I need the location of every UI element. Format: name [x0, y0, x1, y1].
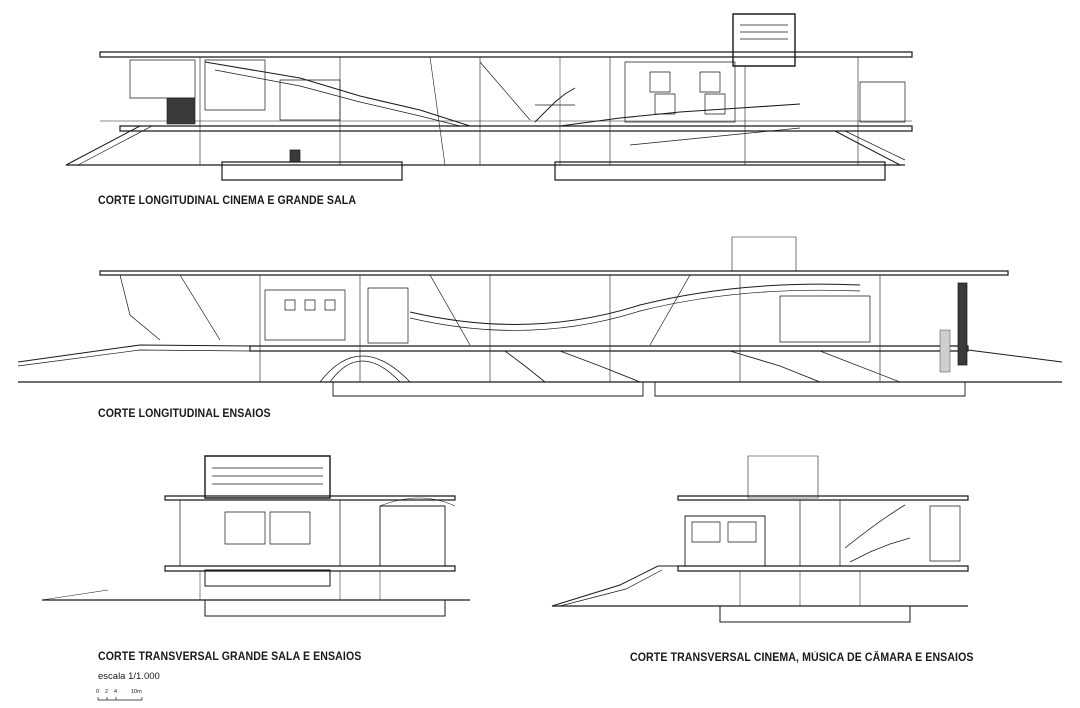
section-transversal-grande-sala-ensaios — [42, 456, 470, 616]
roof-slab — [678, 496, 968, 500]
fly-tower — [205, 456, 330, 498]
scale-tick-4: 4 — [114, 689, 118, 695]
section-title-1: CORTE LONGITUDINAL CINEMA E GRANDE SALA — [98, 195, 357, 207]
floor-slab — [250, 346, 968, 351]
section-transversal-cinema-musica-ensaios — [552, 456, 968, 622]
section-longitudinal-ensaios — [18, 237, 1062, 396]
section-title-4: CORTE TRANSVERSAL CINEMA, MÚSICA DE CÂMA… — [630, 652, 974, 664]
scale-tick-0: 0 — [96, 689, 100, 695]
floor-slab — [120, 126, 912, 131]
floor-slab — [678, 566, 968, 571]
section-longitudinal-cinema-grande-sala — [66, 14, 912, 180]
scale-label: escala 1/1.000 — [98, 671, 160, 682]
scale-tick-10m: 10m — [131, 689, 142, 695]
section-title-2: CORTE LONGITUDINAL ENSAIOS — [98, 408, 271, 420]
section-title-3: CORTE TRANSVERSAL GRANDE SALA E ENSAIOS — [98, 651, 362, 663]
roof-slab — [100, 271, 1008, 275]
fly-tower — [733, 14, 795, 66]
scale-tick-2: 2 — [105, 689, 109, 695]
scale-bar — [98, 697, 142, 700]
basement — [222, 162, 402, 180]
roof-slab — [100, 52, 912, 57]
